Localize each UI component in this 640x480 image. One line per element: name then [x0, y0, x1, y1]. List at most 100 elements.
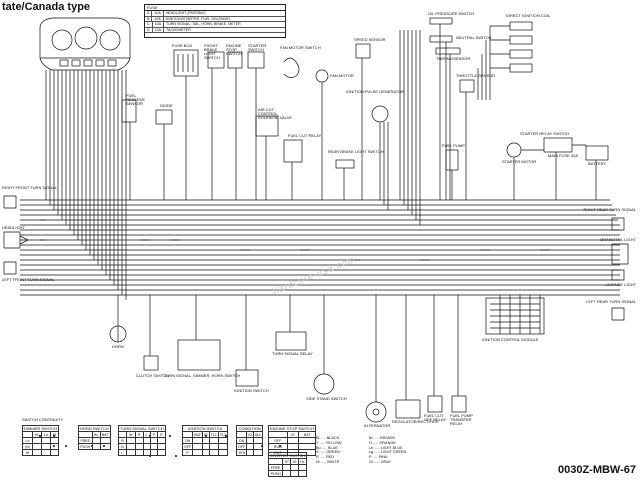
label-fan-motor-switch: FAN MOTOR SWITCH [280, 45, 321, 50]
fuse-desc: TURN SIGNAL, TAIL, HORN, BRAKE, METER [166, 22, 241, 27]
page-title: tate/Canada type [2, 1, 91, 13]
throttle-sensor-block [459, 79, 475, 93]
label-ignition-switch: IGNITION SWITCH [234, 388, 269, 393]
label-right-rear-turn-signal: RIGHT REAR TURN SIGNAL [583, 207, 636, 212]
label-diode: DIODE [160, 103, 173, 108]
turn-signal-relay-block [275, 331, 307, 351]
label-ignition-pulse-generator: IGNITION PULSE GENERATOR [346, 89, 405, 94]
fuse-desc: HEADLIGHT (PASSING) [165, 11, 206, 15]
fuse-ref: D [145, 27, 153, 33]
switch-table-caption: CONDITION [235, 425, 264, 432]
label-license-light: LICENSE LIGHT [605, 282, 636, 287]
label-side-stand-switch: SIDE STAND SWITCH [306, 396, 347, 401]
fuse-row: A 10A HEADLIGHT (PASSING) [145, 11, 285, 17]
label-alternator: ALTERNATOR [364, 423, 391, 428]
fuse-amp: 10A [153, 27, 165, 33]
fuse-table-header: FUSE [145, 5, 285, 11]
label-engine-stop-switch: ENGINE STOP SWITCH [226, 43, 242, 56]
instrument-cluster [39, 17, 131, 71]
label-turn-signal-dimmer-horn-switch: TURN SIGNAL, DIMMER, HORN SWITCH [164, 373, 241, 378]
label-ignition-control-module: IGNITION CONTROL MODULE [482, 337, 539, 342]
wire-color-legend: Bl ..... BLACK Y ..... YELLOW Bu ..... B… [316, 436, 416, 465]
legend-entry: Lb ..... LIGHT BLUE [369, 445, 403, 450]
front-brake-switch-block [207, 51, 225, 69]
label-headlight: HEADLIGHT [2, 225, 25, 230]
label-main-fuse: MAIN FUSE 30A [548, 153, 579, 158]
label-direct-ignition-coil: DIRECT IGNITION COIL [506, 13, 551, 18]
switch-table-row-label: YES [235, 449, 248, 456]
label-clutch-switch: CLUTCH SWITCH [136, 373, 170, 378]
legend-entry: Y ..... YELLOW [316, 440, 342, 445]
label-fuse-box: FUSE BOX [172, 43, 193, 48]
fuel-pump-transfer-relay-block [451, 395, 467, 413]
label-regulator-rectifier: REGULATOR/RECTIFIER [392, 419, 439, 424]
fuse-row: D 10A TACHOMETER [145, 27, 285, 34]
label-neutral-switch: NEUTRAL SWITCH [456, 35, 492, 40]
fuse-row: C 10A TURN SIGNAL, TAIL, HORN, BRAKE, ME… [145, 22, 285, 28]
alternator-symbol [365, 401, 387, 423]
switch-table-row-label: PUSH [267, 470, 284, 477]
starter-relay-block [506, 137, 609, 161]
switch-table-caption: DIMMER SWITCH [21, 425, 60, 432]
label-turn-signal-relay: TURN SIGNAL RELAY [272, 351, 313, 356]
label-starter-relay-switch: STARTER RELAY SWITCH [520, 131, 570, 136]
legend-entry: W ..... WHITE [316, 459, 340, 464]
fuse-amp: 10A [152, 11, 164, 16]
switch-table-caption: TURN SIGNAL SWITCH [118, 425, 166, 432]
label-starter-switch: STARTER SWITCH [248, 43, 267, 52]
ignition-control-module-block [485, 297, 545, 335]
label-front-brake-light-switch: FRONT BRAKE LIGHT SWITCH [204, 43, 220, 60]
switch-table-row-label: P [181, 449, 194, 456]
fuel-cut-off-relay-block [427, 395, 443, 413]
thermosensor-block [435, 47, 461, 55]
legend-entry: Bu ..... BLUE [316, 445, 338, 450]
label-fuel-pump: FUEL PUMP [442, 143, 465, 148]
label-fuel-cut-off-relay: FUEL CUT OFF RELAY [424, 413, 446, 422]
label-horn: HORN [112, 344, 124, 349]
legend-entry: P ..... PINK [369, 455, 388, 460]
label-air-cut-control-solenoid-valve: AIR CUT CONTROL SOLENOID VALVE [258, 107, 293, 120]
right-rear-turn-block [611, 217, 625, 231]
left-front-turn-block [3, 261, 17, 275]
fuse-row: B 10A IGNITION/STARTER, FUEL SOLENOID [145, 16, 285, 23]
label-brake-tail-light: BRAKE/TAIL LIGHT [600, 237, 636, 242]
ignition-coil-block [477, 21, 533, 100]
fuse-table: FUSE A 10A HEADLIGHT (PASSING) B 10A IGN… [144, 4, 286, 38]
switch-table-row-label: PUSH [78, 443, 93, 450]
pulse-generator-block [371, 105, 389, 123]
label-left-front-turn-signal: LEFT FRONT TURN SIGNAL [2, 277, 55, 282]
switch-table-caption: ENGINE STOP SWITCH [267, 425, 317, 432]
diode-block [155, 109, 173, 125]
switch-table-row-label: L [118, 449, 127, 456]
right-front-turn-block [3, 195, 17, 209]
fuel-reserve-sensor-block [121, 99, 137, 123]
switch-table-caption: STARTER SWITCH [267, 452, 308, 459]
left-rear-turn-block [611, 307, 625, 321]
side-stand-switch-symbol [313, 373, 335, 395]
turn-dimmer-horn-switch-block [177, 339, 221, 371]
ignition-switch-block [235, 369, 259, 387]
fuse-desc: IGNITION/STARTER, FUEL SOLENOID [165, 16, 230, 21]
fuse-desc: TACHOMETER [166, 27, 191, 32]
label-fuel-cut-relay: FUEL CUT RELAY [288, 133, 322, 138]
fuel-cut-relay-block [283, 139, 303, 163]
regulator-block [395, 399, 421, 419]
fuse-amp: 10A [153, 22, 165, 27]
headlight-block [3, 231, 29, 249]
part-code: 0030Z-MBW-67 [557, 464, 636, 476]
fuse-ref: A [145, 11, 153, 16]
speed-sensor-block [355, 43, 371, 59]
label-fuel-pump-transfer-relay: FUEL PUMP TRANSFER RELAY [450, 413, 473, 426]
license-light-block [611, 269, 625, 281]
label-fuel-reserve-sensor: FUEL RESERVE SENSOR [126, 93, 146, 106]
brake-tail-light-block [611, 243, 629, 265]
fuel-pump-block [445, 149, 459, 171]
switch-table-caption: HORN SWITCH [78, 425, 111, 432]
label-speed-sensor: SPEED SENSOR [354, 37, 386, 42]
legend-entry: Lg ..... LIGHT GREEN [369, 450, 407, 455]
